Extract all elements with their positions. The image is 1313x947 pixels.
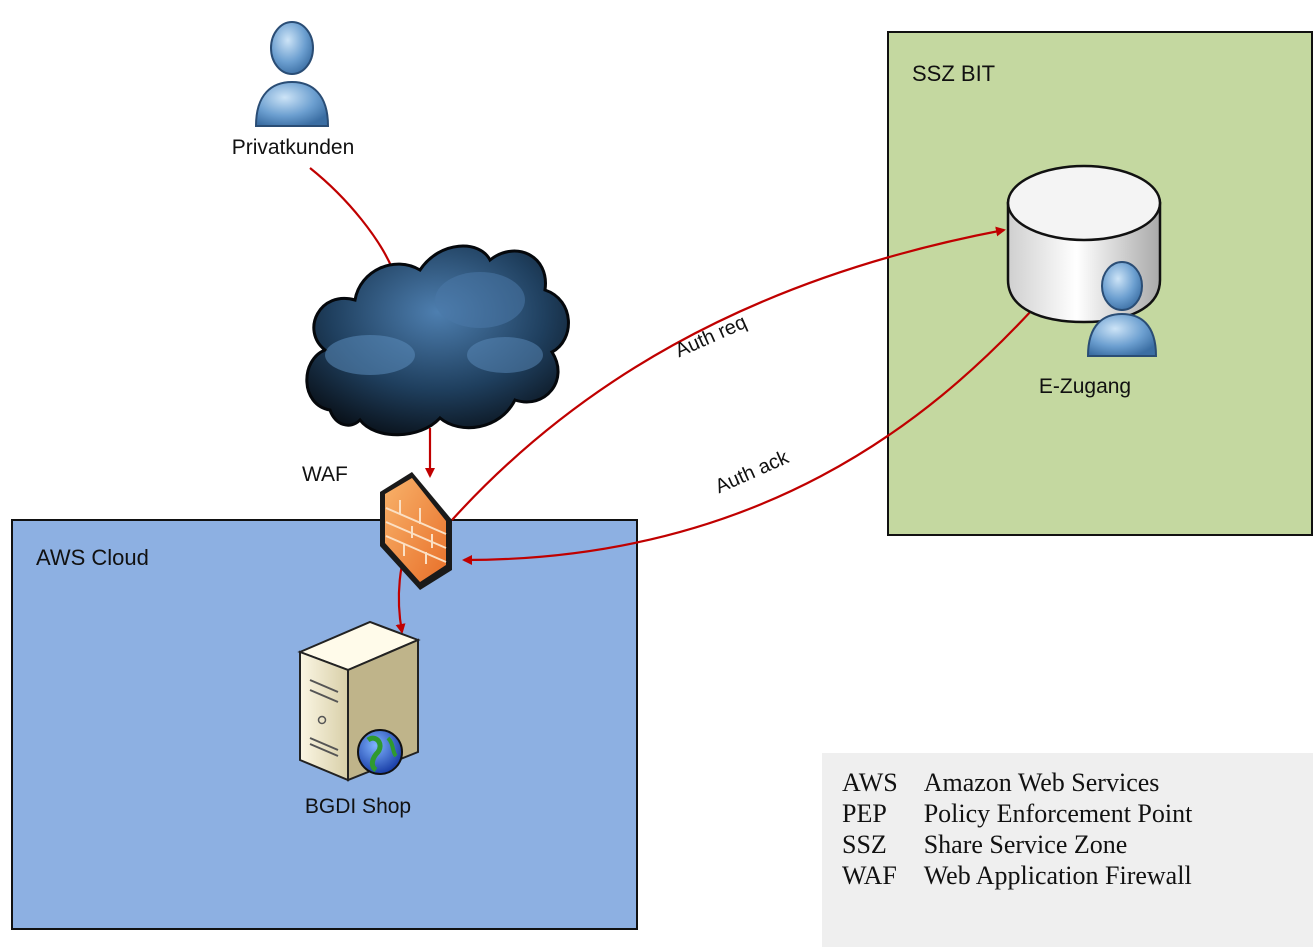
legend-row: PEP Policy Enforcement Point: [842, 798, 1192, 829]
waf-label: WAF: [302, 463, 348, 486]
cloud-icon: [305, 244, 570, 437]
abbreviation-legend: AWS Amazon Web Services PEP Policy Enfor…: [822, 753, 1313, 947]
firewall-icon: [380, 472, 452, 590]
legend-abbr: WAF: [842, 861, 897, 890]
edge-auth-req: [451, 226, 1006, 521]
legend-text: Share Service Zone: [923, 830, 1128, 859]
legend-abbr: SSZ: [842, 830, 887, 859]
legend-text: Web Application Firewall: [923, 861, 1192, 890]
privatkunden-label: Privatkunden: [231, 136, 355, 159]
database-user-icon: [1006, 164, 1162, 357]
legend-text: Amazon Web Services: [923, 768, 1160, 797]
ssz-bit-label: SSZ BIT: [912, 61, 996, 86]
legend-abbr: PEP: [842, 799, 887, 828]
e-zugang-label: E-Zugang: [1038, 375, 1132, 398]
user-icon: [254, 21, 330, 127]
legend-row: AWS Amazon Web Services: [842, 767, 1192, 798]
edge-privatkunden-internet: [309, 167, 394, 269]
web-server-icon: [297, 620, 421, 782]
legend-row: SSZ Share Service Zone: [842, 829, 1192, 860]
legend-row: WAF Web Application Firewall: [842, 860, 1192, 891]
legend-text: Policy Enforcement Point: [923, 799, 1193, 828]
edge-auth-ack: [462, 309, 1033, 565]
aws-cloud-label: AWS Cloud: [36, 545, 149, 570]
bgdi-shop-label: BGDI Shop: [304, 795, 412, 818]
legend-table: AWS Amazon Web Services PEP Policy Enfor…: [842, 767, 1192, 891]
legend-abbr: AWS: [842, 768, 898, 797]
